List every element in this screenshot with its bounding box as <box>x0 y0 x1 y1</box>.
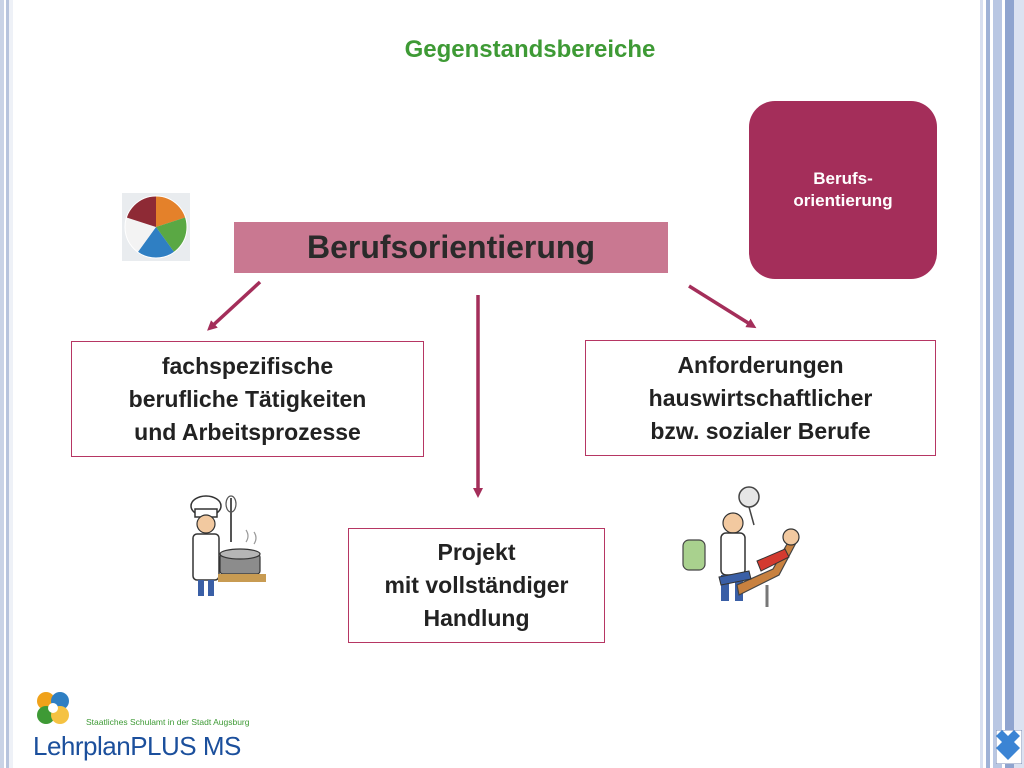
arrow-left <box>207 280 262 331</box>
slide-title: Gegenstandsbereiche <box>404 36 656 63</box>
dentist-illustration-icon <box>682 486 800 607</box>
box-fachspezifische-taetigkeiten: fachspezifische berufliche Tätigkeiten u… <box>71 341 424 457</box>
bavaria-flag-icon <box>996 730 1022 764</box>
berufsorientierung-tag: Berufs- orientierung <box>749 101 937 279</box>
cook-illustration-icon <box>190 495 266 596</box>
pie-diagram-icon <box>122 193 190 261</box>
brand-label: LehrplanPLUS MS <box>33 731 241 761</box>
lehrplanplus-logo-icon <box>37 692 69 724</box>
box-anforderungen-berufe: Anforderungen hauswirtschaftlicher bzw. … <box>585 340 936 456</box>
main-topic-label: Berufsorientierung <box>306 229 596 265</box>
left-border-decoration <box>0 0 13 768</box>
box-projekt-handlung: Projekt mit vollständiger Handlung <box>348 528 605 643</box>
arrow-right <box>688 284 757 329</box>
school-office-label: Staatliches Schulamt in der Stadt Augsbu… <box>86 717 250 727</box>
right-border-decoration <box>980 0 1024 768</box>
main-topic-bar: Berufsorientierung <box>234 222 668 273</box>
